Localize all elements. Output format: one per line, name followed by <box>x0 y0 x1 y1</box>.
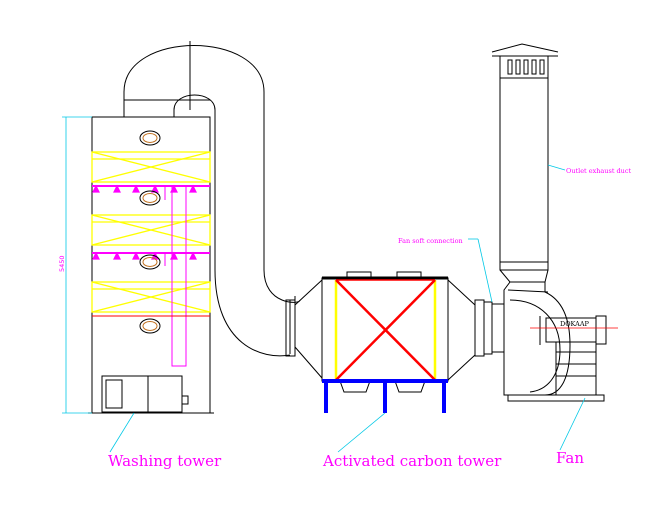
manholes <box>139 130 161 334</box>
circulation-pipe <box>164 186 187 367</box>
fan-base <box>507 394 605 402</box>
washing-tower <box>88 41 301 414</box>
manhole-icon <box>139 318 161 334</box>
fan <box>503 281 607 402</box>
sump-tank <box>101 375 183 413</box>
louver-icon <box>507 59 545 75</box>
inlet-gooseneck-inner <box>173 94 291 357</box>
fan-soft-connection <box>483 301 505 355</box>
label-washing-tower: Washing tower <box>108 452 222 470</box>
manhole-icon <box>139 190 161 206</box>
label-carbon-tower: Activated carbon tower <box>322 452 502 470</box>
carbon-bed <box>334 279 437 381</box>
washing-tower-packing <box>91 151 211 313</box>
label-fan: Fan <box>556 449 584 467</box>
outlet-exhaust-duct <box>491 43 559 283</box>
fan-volute <box>503 281 571 396</box>
label-fan-soft-connection: Fan soft connection <box>398 237 463 245</box>
height-dimension-label: 5450 <box>58 255 66 272</box>
label-outlet-exhaust-duct: Outlet exhaust duct <box>566 167 631 175</box>
pump-motor <box>105 379 123 409</box>
inlet-gooseneck <box>123 45 301 303</box>
carbon-tower-legs <box>322 379 448 413</box>
manhole-icon <box>139 254 161 270</box>
washing-tower-hood <box>91 92 211 152</box>
manhole-icon <box>139 130 161 146</box>
leader-lines <box>109 164 586 453</box>
exhaust-cap <box>491 43 559 57</box>
washing-tower-body <box>91 116 211 414</box>
fan-nameplate: DOKAAP <box>560 320 590 328</box>
height-dimension <box>62 116 92 414</box>
